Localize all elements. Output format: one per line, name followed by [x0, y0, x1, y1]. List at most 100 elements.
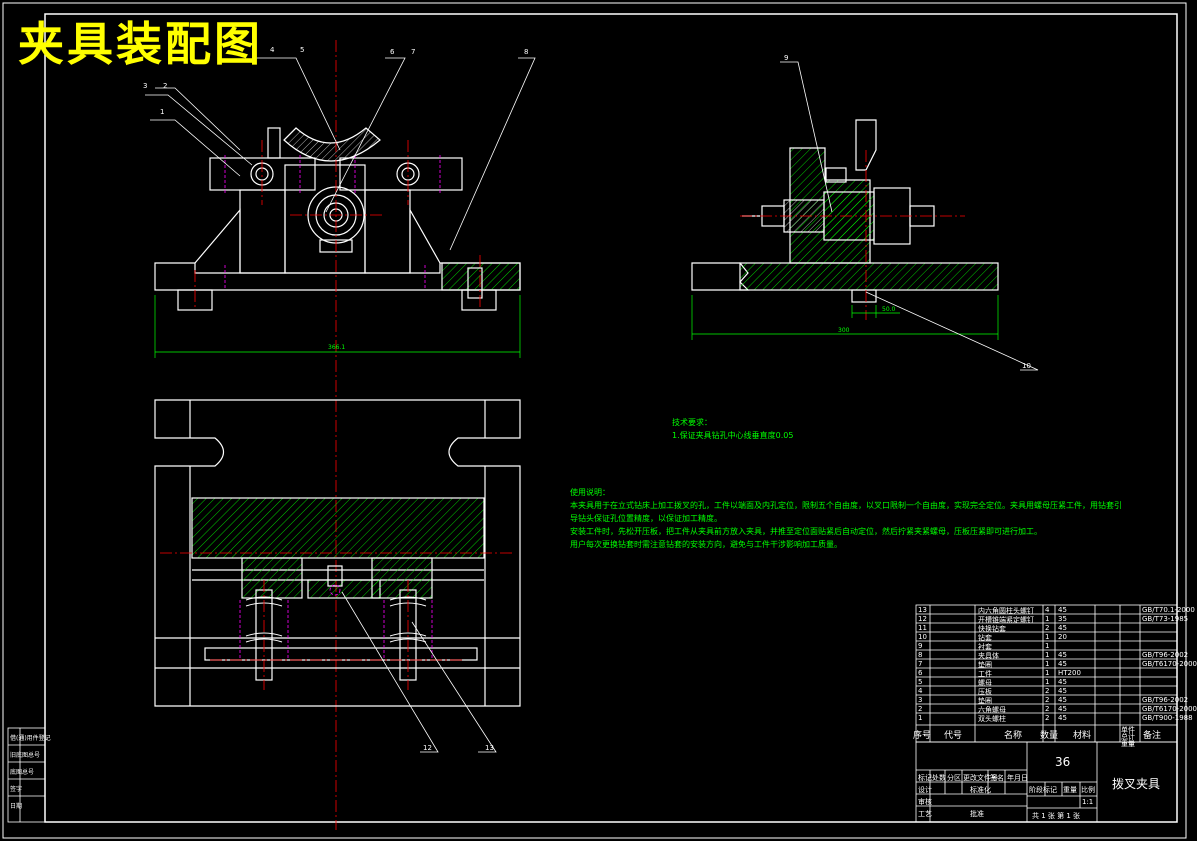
part-material: 45 [1058, 714, 1067, 722]
side-strip-label: 日期 [10, 803, 23, 810]
tb-weight: 重量 [1063, 786, 1077, 794]
part-no: 1 [918, 714, 923, 722]
part-material: 45 [1058, 687, 1067, 695]
part-name: 压板 [978, 688, 992, 696]
part-no: 13 [918, 606, 927, 614]
tb-sign: 签名 [990, 774, 1004, 782]
part-name: 开槽锥端紧定螺钉 [978, 616, 1034, 624]
part-title: 拨叉夹具 [1112, 777, 1161, 791]
part-qty: 1 [1045, 669, 1050, 677]
header-name: 名称 [1004, 731, 1023, 741]
tech-item-1: 1.保证夹具钻孔中心线垂直度0.05 [672, 431, 794, 440]
part-no: 8 [918, 651, 923, 659]
parts-list-grid [915, 604, 1178, 743]
tb-stage: 阶段标记 [1029, 786, 1057, 794]
dim-side-offset: 50.0 [882, 306, 896, 313]
usage-line: 导钻头保证孔位置精度，以保证加工精度。 [570, 514, 722, 523]
header-weight: 单件 总计 重量 [1121, 726, 1135, 748]
part-name: 工件 [978, 670, 992, 678]
balloon-5: 5 [300, 46, 305, 54]
part-qty: 1 [1045, 678, 1050, 686]
tb-design: 设计 [918, 786, 932, 794]
front-center-lines [194, 40, 481, 830]
tb-ratio: 比例 [1081, 786, 1095, 794]
part-material: 45 [1058, 696, 1067, 704]
balloon-9: 9 [784, 54, 789, 62]
part-name: 六角螺母 [978, 706, 1006, 714]
part-name: 钻套 [978, 634, 992, 642]
balloon-3: 3 [143, 82, 148, 90]
part-no: 11 [918, 624, 927, 632]
scale-value: 1:1 [1082, 798, 1094, 806]
part-no: 3 [918, 696, 923, 704]
tb-review: 审核 [918, 798, 932, 806]
part-material: 45 [1058, 678, 1067, 686]
dim-side-width: 300 [838, 327, 850, 334]
dim-front-width: 366.1 [328, 344, 346, 351]
usage-notes: 使用说明： 本夹具用于在立式钻床上加工拨叉的孔，工件以端面及内孔定位，限制五个自… [570, 486, 1122, 551]
part-no: 4 [918, 687, 923, 695]
part-qty: 2 [1045, 624, 1050, 632]
part-qty: 2 [1045, 705, 1050, 713]
header-qty: 数量 [1040, 731, 1059, 741]
balloon-7: 7 [411, 48, 416, 56]
top-center-lines [160, 552, 515, 690]
side-center-lines [740, 150, 965, 320]
balloon-12: 12 [423, 744, 432, 752]
balloon-13: 13 [485, 744, 494, 752]
part-qty: 1 [1045, 651, 1050, 659]
part-qty: 1 [1045, 633, 1050, 641]
part-qty: 2 [1045, 687, 1050, 695]
side-strip [7, 727, 46, 823]
tb-mark: 标记 [918, 774, 932, 782]
part-no: 7 [918, 660, 923, 668]
part-qty: 2 [1045, 696, 1050, 704]
part-no: 6 [918, 669, 923, 677]
side-view [691, 119, 999, 303]
side-strip-label: 借(通)用件登记 [10, 735, 51, 742]
front-dimension [154, 295, 521, 358]
part-standard: GB/T96-2002 [1142, 651, 1189, 659]
part-name: 螺母 [978, 679, 992, 687]
part-no: 9 [918, 642, 923, 650]
part-qty: 1 [1045, 642, 1050, 650]
part-standard: GB/T6170-2000 [1142, 660, 1197, 668]
tb-change-doc: 更改文件号 [963, 774, 998, 782]
usage-line: 用户每次更换钻套时需注意钻套的安装方向，避免与工件干涉影响加工质量。 [570, 540, 842, 549]
tb-zone: 分区 [947, 774, 961, 782]
part-qty: 2 [1045, 714, 1050, 722]
part-material: 45 [1058, 705, 1067, 713]
tech-requirements: 技术要求： 1.保证夹具钻孔中心线垂直度0.05 [672, 416, 793, 442]
tb-process: 工艺 [918, 810, 932, 818]
side-strip-label: 底图总号 [10, 769, 35, 776]
part-no: 12 [918, 615, 927, 623]
part-name: 内六角圆柱头螺钉 [978, 607, 1034, 615]
tb-sheet: 共 1 张 第 1 张 [1032, 812, 1081, 820]
tb-approve: 批准 [970, 810, 984, 818]
balloon-1: 1 [160, 108, 165, 116]
balloon-4: 4 [270, 46, 275, 54]
part-material: HT200 [1058, 669, 1081, 677]
part-standard: GB/T73-1985 [1142, 615, 1189, 623]
part-qty: 1 [1045, 660, 1050, 668]
part-name: 夹具体 [978, 652, 999, 660]
header-code: 代号 [944, 731, 963, 741]
part-standard: GB/T70.1-2000 [1142, 606, 1195, 614]
part-no: 5 [918, 678, 923, 686]
part-material: 20 [1058, 633, 1067, 641]
drawing-number: 36 [1055, 755, 1071, 769]
part-qty: 1 [1045, 615, 1050, 623]
balloon-6: 6 [390, 48, 395, 56]
tb-count: 处数 [932, 774, 946, 782]
tb-standard: 标准化 [970, 786, 991, 794]
drawing-title: 夹具装配图 [18, 17, 263, 71]
part-material: 35 [1058, 615, 1067, 623]
title-block-grid [915, 741, 1178, 823]
part-qty: 4 [1045, 606, 1050, 614]
usage-line: 本夹具用于在立式钻床上加工拨叉的孔，工件以端面及内孔定位，限制五个自由度，以叉口… [570, 501, 1122, 510]
part-standard: GB/T900-1988 [1142, 714, 1193, 722]
part-name: 双头螺柱 [978, 715, 1006, 723]
front-view [154, 127, 521, 311]
side-strip-label: 旧底图总号 [10, 752, 41, 759]
balloon-8: 8 [524, 48, 529, 56]
